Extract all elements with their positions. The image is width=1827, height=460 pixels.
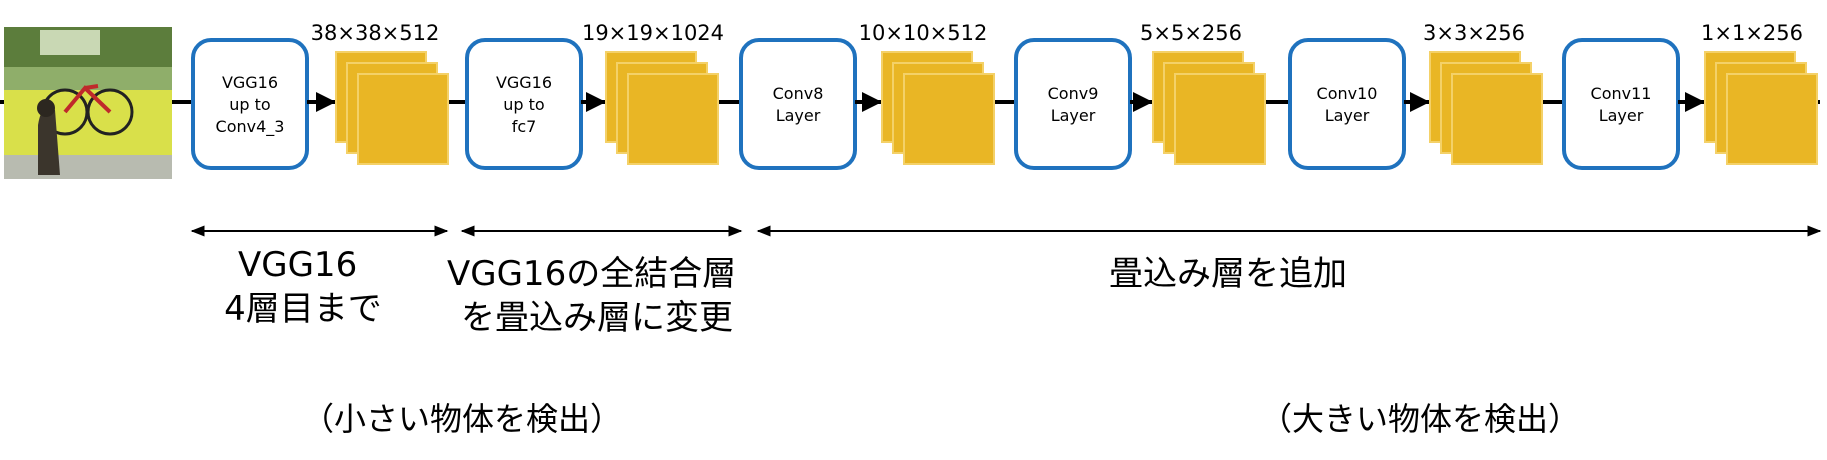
layer-box-text-line: up to (229, 95, 270, 114)
feature-map-4: 5×5×256 (1140, 21, 1266, 165)
feature-map-dimension-label: 38×38×512 (311, 21, 440, 45)
layer-box-text-line: Layer (1051, 106, 1096, 125)
layer-box-text-line: Conv8 (773, 84, 824, 103)
feature-map-dimension-label: 5×5×256 (1140, 21, 1242, 45)
feature-map-sheet (627, 73, 719, 165)
layer-box-text-line: VGG16 (222, 73, 278, 92)
section-added-conv-line-1: 畳込み層を追加 (1109, 254, 1347, 294)
feature-map-2: 19×19×1024 (582, 21, 724, 165)
layer-box-frame (739, 38, 857, 170)
section-vgg16-fc-line-1: VGG16の全結合層 (447, 254, 736, 294)
layer-box-text-line: fc7 (512, 117, 537, 136)
layer-box-1: VGG16 up to Conv4_3 (191, 38, 309, 170)
input-image (4, 27, 172, 179)
layer-box-frame (1562, 38, 1680, 170)
feature-map-dimension-label: 1×1×256 (1701, 21, 1803, 45)
feature-map-sheet (1726, 73, 1818, 165)
layer-box-text-line: Conv10 (1317, 84, 1378, 103)
note-large-objects: （大きい物体を検出） (1260, 400, 1580, 438)
layer-box-text-line: Conv4_3 (216, 117, 285, 137)
section-vgg16-conv4-line-2: 4層目まで (224, 289, 382, 329)
section-vgg16-fc: VGG16の全結合層 を畳込み層に変更 (447, 254, 747, 338)
layer-box-text-line: Conv11 (1591, 84, 1652, 103)
feature-map-dimension-label: 10×10×512 (859, 21, 988, 45)
layer-box-frame (1014, 38, 1132, 170)
layer-box-text-line: Layer (1599, 106, 1644, 125)
feature-map-sheet (903, 73, 995, 165)
section-added-conv: 畳込み層を追加 (1109, 254, 1347, 294)
feature-map-6: 1×1×256 (1701, 21, 1818, 165)
layer-box-text-line: Conv9 (1048, 84, 1099, 103)
feature-map-sheet (1451, 73, 1543, 165)
feature-map-dimension-label: 19×19×1024 (582, 21, 724, 45)
feature-map-1: 38×38×512 (311, 21, 449, 165)
feature-map-5: 3×3×256 (1423, 21, 1543, 165)
section-vgg16-conv4-line-1: VGG16 (238, 245, 357, 285)
note-small-objects: （小さい物体を検出） (302, 400, 622, 438)
photo-dog-bicycle-icon (4, 27, 172, 179)
feature-map-dimension-label: 3×3×256 (1423, 21, 1525, 45)
feature-map-sheet (1174, 73, 1266, 165)
feature-map-sheet (357, 73, 449, 165)
layer-box-frame (1288, 38, 1406, 170)
layer-box-2: VGG16 up to fc7 (465, 38, 583, 170)
section-vgg16-conv4: VGG16 4層目まで (224, 245, 382, 329)
feature-map-3: 10×10×512 (859, 21, 995, 165)
layer-box-text-line: Layer (776, 106, 821, 125)
layer-box-text-line: Layer (1325, 106, 1370, 125)
section-vgg16-fc-line-2: を畳込み層に変更 (461, 298, 733, 338)
layer-box-text-line: up to (503, 95, 544, 114)
layer-box-text-line: VGG16 (496, 73, 552, 92)
